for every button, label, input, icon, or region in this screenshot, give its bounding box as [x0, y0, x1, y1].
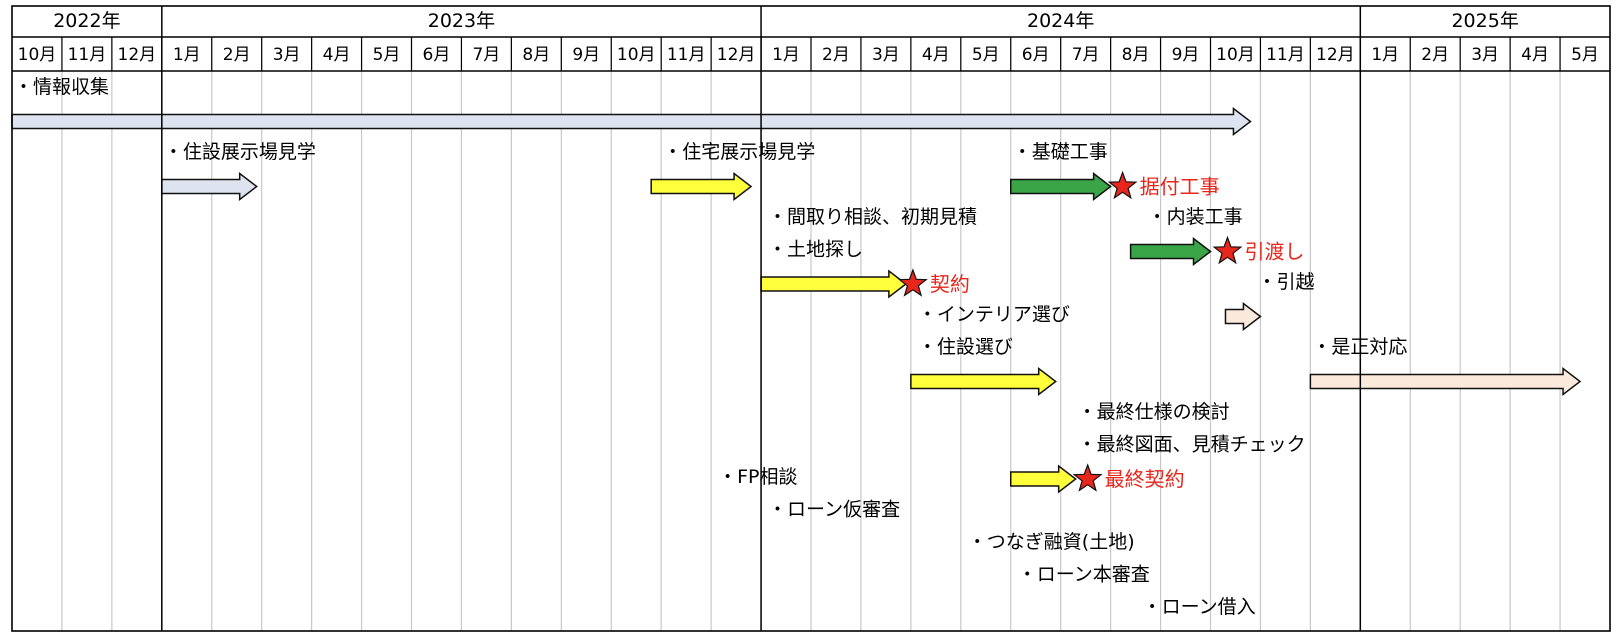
- month-label: 8月: [1122, 45, 1150, 65]
- month-label: 4月: [1521, 45, 1549, 65]
- task-label: ・最終仕様の検討: [1078, 401, 1230, 423]
- milestone-star-icon: [897, 268, 928, 297]
- milestone-star-icon: [1107, 170, 1138, 200]
- task-arrow: [650, 171, 753, 202]
- month-grid: [61, 37, 1561, 631]
- month-label: 8月: [522, 45, 550, 65]
- task-arrow: [1309, 366, 1582, 397]
- chart-border: [11, 5, 1611, 632]
- month-label: 1月: [772, 45, 800, 65]
- milestone-star-icon: [1212, 235, 1243, 265]
- month-label: 1月: [173, 45, 201, 65]
- milestone-star-icon: [1072, 463, 1103, 492]
- month-label: 6月: [423, 45, 451, 65]
- task-arrow: [1129, 236, 1212, 267]
- month-label: 7月: [1072, 45, 1100, 65]
- task-label: ・住宅展示場見学: [663, 141, 815, 163]
- month-label: 9月: [572, 45, 600, 65]
- month-label: 4月: [323, 45, 351, 65]
- month-label: 4月: [922, 45, 950, 65]
- month-label: 2月: [822, 45, 850, 65]
- task-arrow: [760, 269, 908, 299]
- month-label: 5月: [373, 45, 401, 65]
- month-label: 3月: [273, 45, 301, 65]
- task-label: ・情報収集: [14, 76, 109, 98]
- month-label: 7月: [472, 45, 500, 65]
- task-label: ・基礎工事: [1013, 141, 1108, 163]
- task-label: ・住設展示場見学: [164, 141, 316, 163]
- task-label: ・インテリア選び: [918, 304, 1070, 326]
- month-label: 6月: [1022, 45, 1050, 65]
- month-label: 10月: [617, 45, 656, 65]
- task-label: ・住設選び: [918, 336, 1013, 358]
- task-label: ・ローン借入: [1143, 596, 1256, 618]
- task-arrow: [1010, 464, 1077, 494]
- month-label: 2月: [1421, 45, 1449, 65]
- milestone-label: 契約: [930, 272, 970, 296]
- task-arrows: [11, 106, 1582, 494]
- month-label: 9月: [1172, 45, 1200, 65]
- year-label: 2025年: [1451, 10, 1518, 32]
- task-label: ・引越: [1257, 271, 1314, 293]
- month-label: 2月: [223, 45, 251, 65]
- task-label: ・土地探し: [768, 239, 863, 261]
- month-label: 11月: [1266, 45, 1305, 65]
- task-arrow: [161, 171, 258, 202]
- month-label: 5月: [1571, 45, 1599, 65]
- task-label: ・ローン仮審査: [768, 499, 900, 521]
- task-arrow: [11, 106, 1252, 137]
- month-label: 12月: [118, 45, 157, 65]
- month-label: 12月: [1316, 45, 1355, 65]
- month-label: 11月: [667, 45, 706, 65]
- milestone-label: 最終契約: [1105, 467, 1185, 491]
- month-label: 5月: [972, 45, 1000, 65]
- month-label: 1月: [1371, 45, 1399, 65]
- month-label: 12月: [717, 45, 756, 65]
- task-arrow: [1224, 301, 1262, 332]
- month-label: 10月: [18, 45, 57, 65]
- month-label: 3月: [1471, 45, 1499, 65]
- month-label: 3月: [872, 45, 900, 65]
- month-label: 10月: [1216, 45, 1255, 65]
- year-label: 2022年: [53, 10, 120, 32]
- timeline-header: 2022年 2023年 2024年 2025年 10月 11月 12月 1月 2月 3月 4月 5月 6…: [12, 6, 1610, 631]
- task-arrow: [1010, 171, 1112, 202]
- task-label: ・FP相談: [718, 466, 797, 488]
- milestone-label: 引渡し: [1244, 240, 1304, 264]
- task-label: ・内装工事: [1148, 206, 1243, 228]
- milestone-label: 据付工事: [1140, 175, 1220, 199]
- year-label: 2023年: [428, 10, 495, 32]
- task-label: ・最終図面、見積チェック: [1078, 434, 1306, 456]
- year-label: 2024年: [1027, 10, 1094, 32]
- task-arrow: [910, 366, 1057, 397]
- month-label: 11月: [68, 45, 107, 65]
- task-label: ・間取り相談、初期見積: [768, 206, 977, 228]
- task-label: ・つなぎ融資(土地): [968, 531, 1135, 553]
- task-label: ・ローン本審査: [1018, 564, 1150, 586]
